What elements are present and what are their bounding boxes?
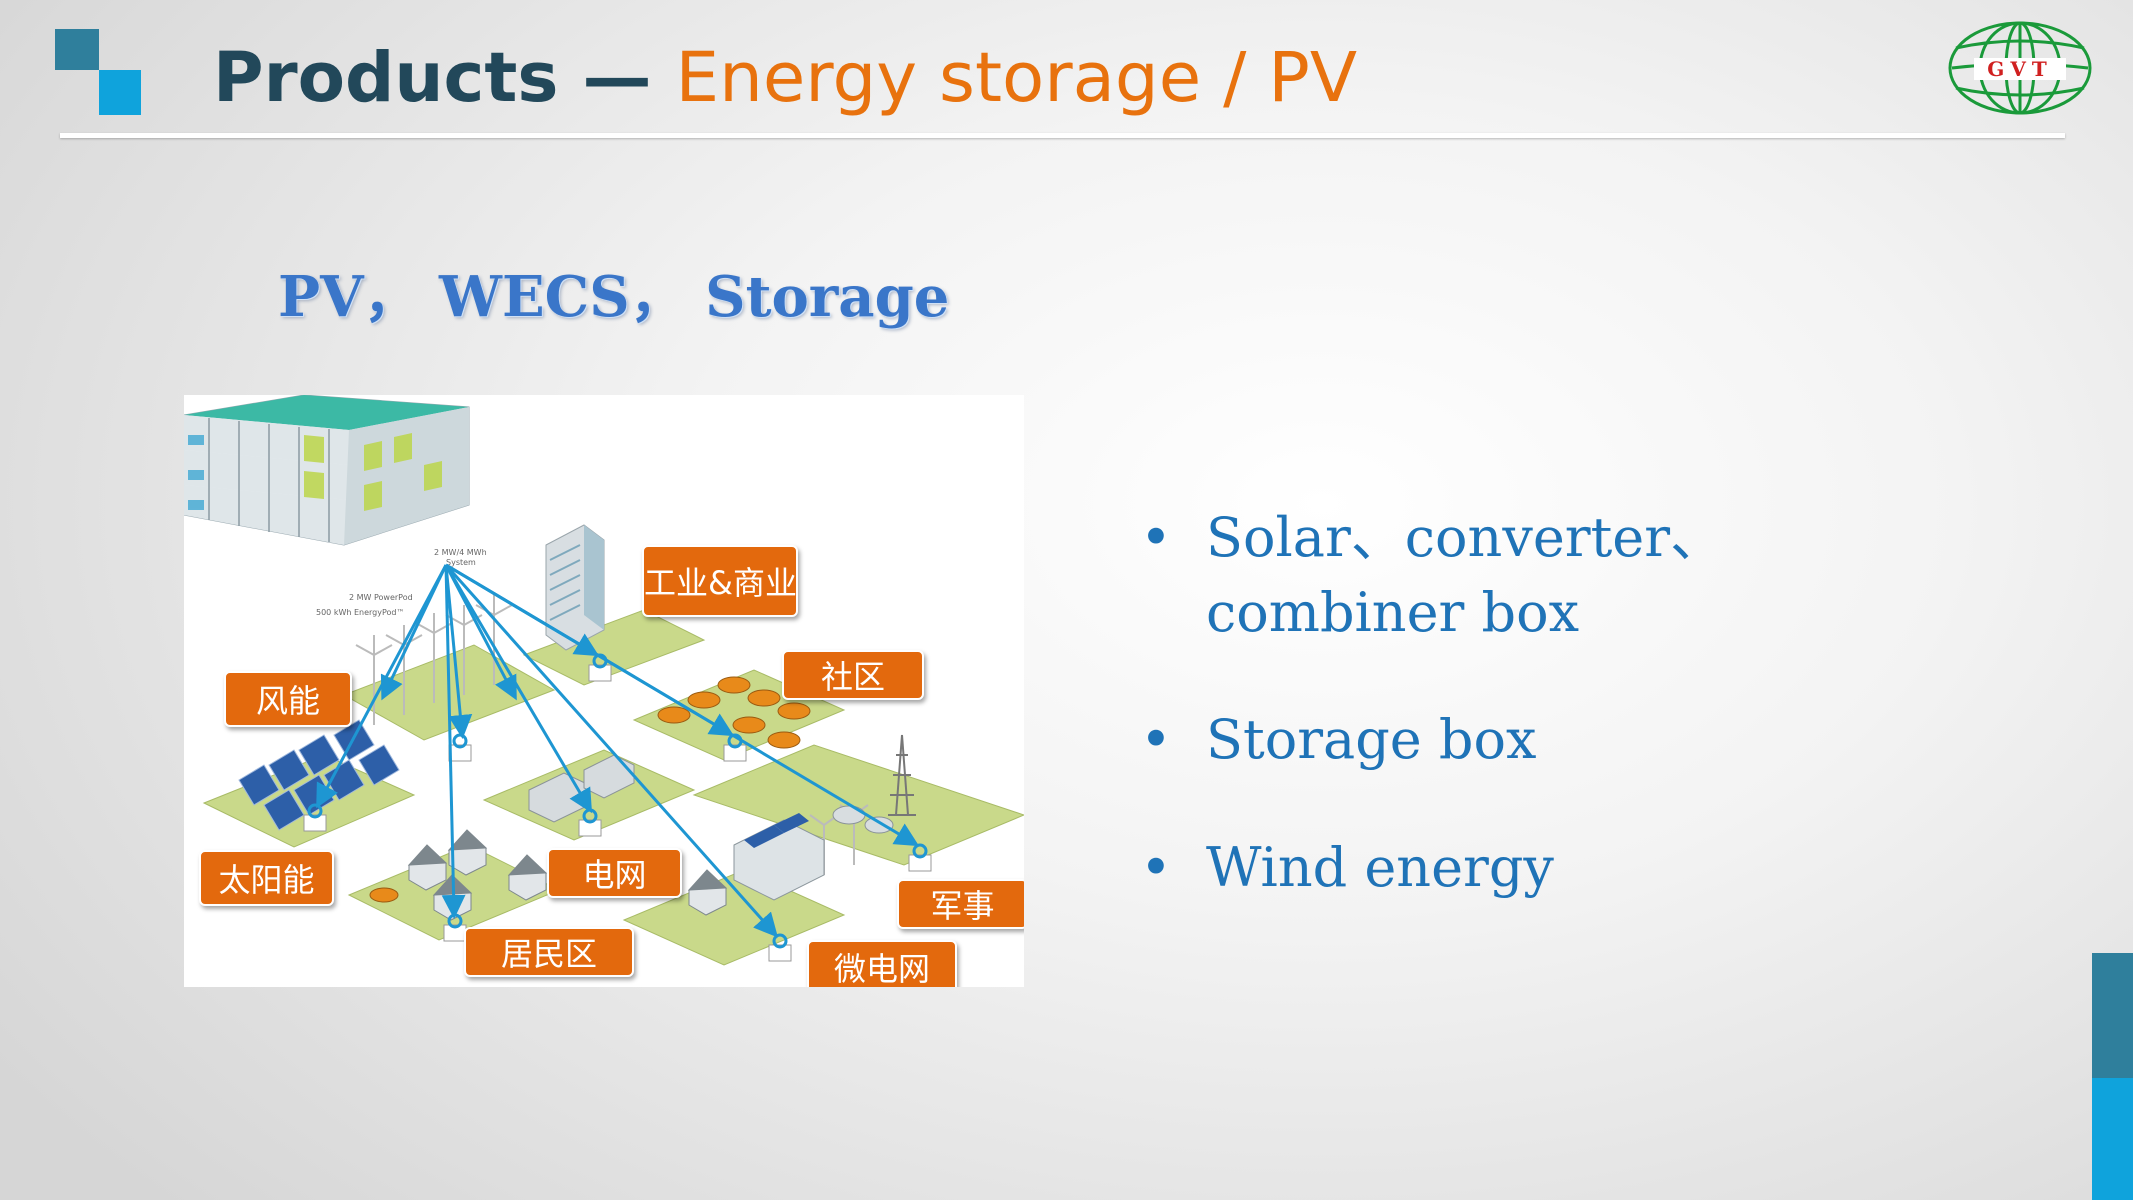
energy-network-diagram: 2 MW/4 MWh System 2 MW PowerPod 500 kWh … <box>184 395 1024 987</box>
tag-residential: 居民区 <box>464 927 634 977</box>
system-label-4: 500 kWh EnergyPod™ <box>316 608 405 617</box>
bullet-marker: • <box>1140 506 1172 569</box>
system-label-3: 2 MW PowerPod <box>349 593 413 602</box>
title-main: Products <box>213 38 559 118</box>
storage-container-icon <box>184 395 470 546</box>
bullet-text-line: combiner box <box>1206 581 1580 644</box>
gvt-logo: GVT <box>1948 21 2092 115</box>
title-sub: Energy storage / PV <box>675 38 1358 118</box>
bullet-text-line: Wind energy <box>1206 836 1554 899</box>
tag-solar: 太阳能 <box>199 850 334 906</box>
bullet-text-line: Solar、converter、 <box>1206 506 1725 569</box>
tag-industrial: 工业&商业 <box>642 545 798 617</box>
subtitle: PV， WECS， Storage <box>278 264 950 330</box>
diagram-illustration: 2 MW/4 MWh System 2 MW PowerPod 500 kWh … <box>184 395 1024 966</box>
corner-square-light <box>99 70 141 115</box>
tag-microgrid: 微电网 <box>807 940 957 987</box>
page-title: Products — Energy storage / PV <box>213 34 1357 122</box>
military-site-plate <box>692 744 1024 866</box>
tower-icon <box>888 734 916 816</box>
tag-military: 军事 <box>897 879 1024 929</box>
tag-community: 社区 <box>782 650 924 700</box>
office-building-icon <box>545 524 605 651</box>
tag-wind: 风能 <box>224 671 352 727</box>
title-divider <box>60 133 2065 138</box>
tag-grid: 电网 <box>547 848 682 898</box>
system-label-2: System <box>446 558 476 567</box>
logo-text: GVT <box>1987 57 2052 81</box>
distribution-arrows <box>316 563 920 938</box>
bullet-marker: • <box>1140 836 1172 899</box>
side-accent-light <box>2092 1078 2133 1200</box>
side-accent-dark <box>2092 953 2133 1078</box>
bullet-text-line: Storage box <box>1206 708 1537 771</box>
system-label-1: 2 MW/4 MWh <box>434 548 487 557</box>
title-dash: — <box>558 38 676 118</box>
bullet-marker: • <box>1140 708 1172 771</box>
corner-square-dark <box>55 29 99 70</box>
